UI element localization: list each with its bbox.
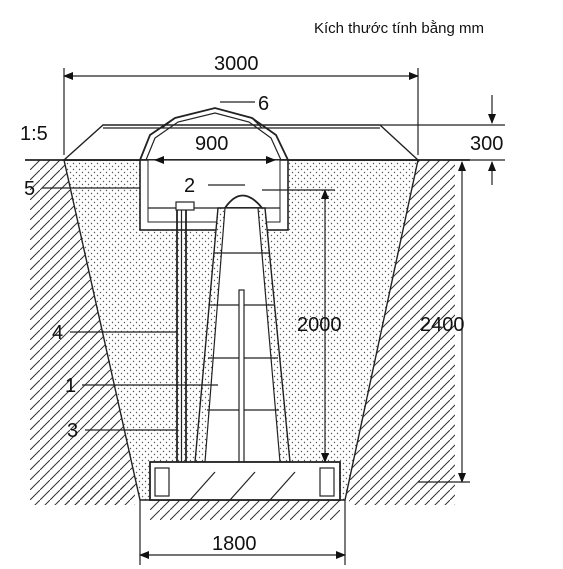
dim-top-width: 3000 [214, 53, 259, 75]
top-mound [62, 124, 420, 161]
vertical-pipe [176, 210, 187, 462]
callout-6: 6 [258, 93, 269, 115]
callout-5: 5 [24, 178, 35, 200]
dimension-lines [63, 68, 505, 565]
pipe-cap [175, 201, 195, 211]
base-slab [149, 461, 341, 501]
callout-3: 3 [67, 420, 78, 442]
dim-inner-width: 900 [195, 133, 228, 155]
callout-4: 4 [52, 322, 63, 344]
callout-1: 1 [65, 375, 76, 397]
dim-bottom-width: 1800 [212, 533, 257, 555]
units-note: Kích thước tính bằng mm [314, 20, 484, 37]
inner-chamber [194, 207, 291, 476]
callout-2: 2 [184, 175, 195, 197]
dim-inner-height: 2000 [297, 314, 342, 336]
cover-dome [139, 107, 289, 161]
callout-leaders [42, 101, 255, 431]
dim-cover-height: 300 [470, 133, 503, 155]
slope-ratio: 1:5 [20, 123, 48, 145]
dim-total-height: 2400 [420, 314, 465, 336]
